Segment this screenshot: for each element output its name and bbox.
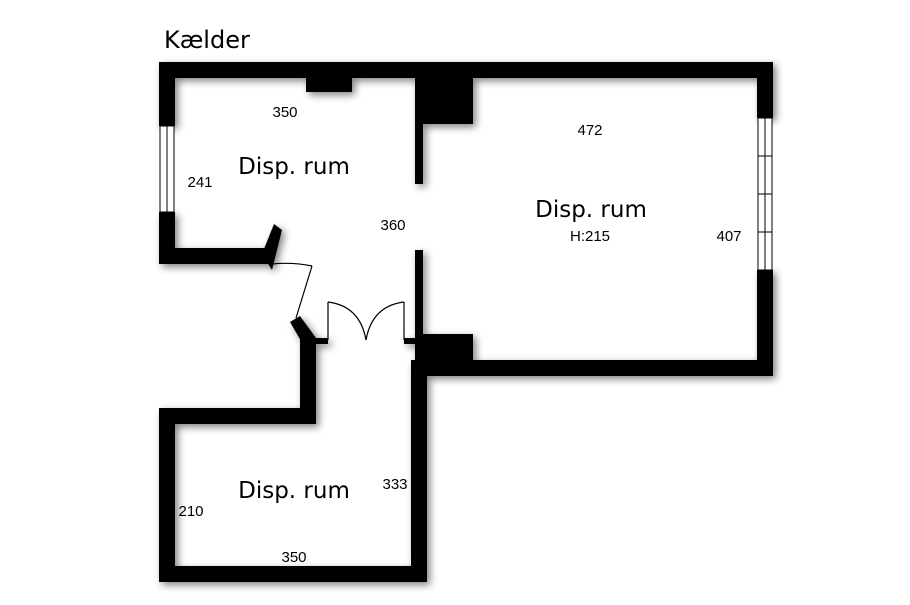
wall-bottom-room-bottom [159, 566, 427, 582]
double-door [327, 301, 405, 341]
dim-bottom-left: 210 [178, 503, 203, 520]
wall-bottom-room-upper-left [300, 338, 316, 424]
pillar-top [415, 76, 473, 124]
dim-right-depth: 407 [716, 228, 741, 245]
walls [159, 62, 773, 582]
window-left [159, 125, 175, 213]
dim-top-left-depth: 241 [187, 174, 212, 191]
dim-bottom-depth: 333 [382, 476, 407, 493]
wall-left-upper [159, 62, 175, 126]
door-jamb-right [404, 338, 416, 344]
dim-corridor: 360 [380, 217, 405, 234]
partition-lower [415, 250, 423, 340]
chimney-left [306, 76, 352, 92]
wall-top [159, 62, 773, 78]
floor-title: Kælder [164, 26, 250, 54]
room-label-bottom: Disp. rum [238, 478, 350, 504]
room-label-top-left: Disp. rum [238, 154, 350, 180]
dim-right-width: 472 [577, 122, 602, 139]
wall-bottom-room-left [159, 408, 175, 582]
angled-wall-upper [262, 224, 282, 270]
wall-right-upper [757, 62, 773, 118]
wall-top-left-bottom [159, 248, 271, 264]
wall-right-bottom [415, 360, 773, 376]
wall-right-lower [757, 270, 773, 376]
dim-bottom-width: 350 [281, 549, 306, 566]
partition-upper [415, 76, 423, 184]
room-label-right: Disp. rum [535, 197, 647, 223]
wall-bottom-room-top [159, 408, 316, 424]
room-height-label: H:215 [570, 228, 610, 245]
dim-top-left-width: 350 [272, 104, 297, 121]
window-right [757, 117, 773, 271]
door-jamb-left [316, 338, 328, 344]
wall-bottom-room-right [411, 360, 427, 582]
door-corridor [271, 262, 313, 319]
angled-wall-lower [290, 316, 316, 346]
